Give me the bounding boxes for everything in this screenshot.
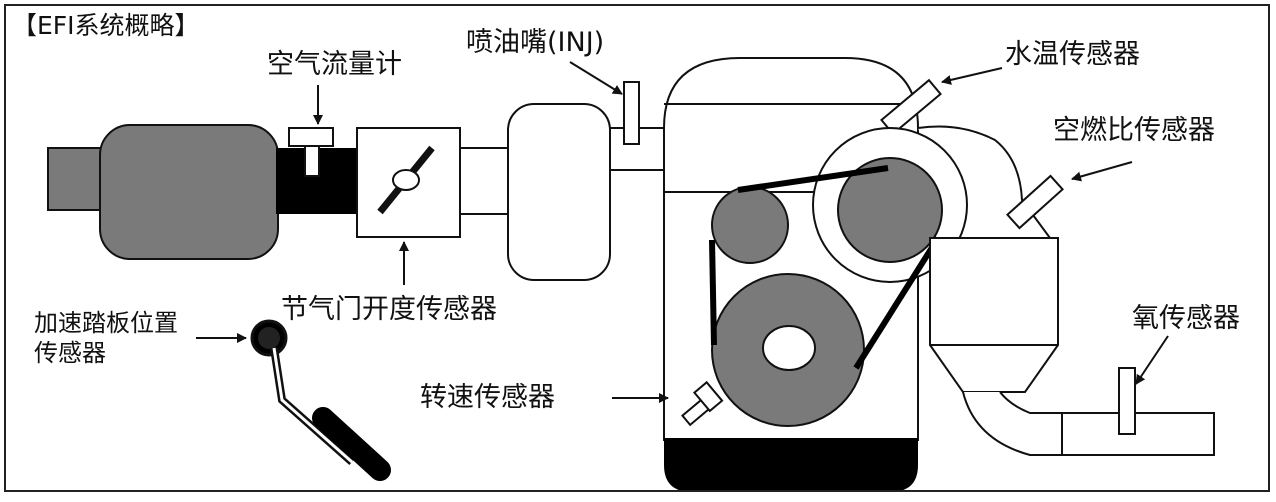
arrow-oxygen-sensor (1135, 335, 1169, 385)
air-intake-snout (47, 147, 105, 211)
label-oxygen-sensor: 氧传感器 (1132, 303, 1240, 334)
oxygen-sensor (1118, 367, 1136, 435)
arrow-injector (569, 61, 623, 95)
throttle-valve-shaft (392, 169, 420, 191)
timing-belt-top (737, 165, 889, 193)
label-pedal-position-sensor: 加速踏板位置 传感器 (34, 308, 178, 368)
label-pedal-position-line1: 加速踏板位置 (34, 309, 178, 337)
timing-belt-left (709, 239, 717, 346)
diagram-title: 【EFI系统概略】 (12, 11, 200, 40)
label-air-flow-meter: 空气流量计 (267, 49, 402, 80)
arrow-water-temp (941, 67, 1003, 85)
crank-pulley-hub (762, 325, 816, 371)
injector (623, 81, 640, 145)
air-flow-meter-probe (304, 145, 320, 177)
exhaust-pipe (962, 391, 1063, 456)
timing-belt-right (853, 236, 941, 370)
label-water-temp-sensor: 水温传感器 (1005, 39, 1140, 70)
oil-pan (664, 438, 918, 492)
label-throttle-position-sensor: 节气门开度传感器 (281, 294, 497, 325)
label-speed-sensor: 转速传感器 (420, 382, 555, 413)
label-air-fuel-ratio-sensor: 空燃比传感器 (1053, 115, 1215, 146)
idler-pulley (711, 186, 789, 264)
pedal-pad (312, 407, 391, 481)
speed-sensor (681, 380, 724, 427)
catalytic-converter (929, 237, 1059, 393)
air-fuel-ratio-sensor (1006, 174, 1064, 230)
label-pedal-position-line2: 传感器 (34, 339, 106, 367)
cam-pulley (837, 157, 943, 263)
air-flow-meter-cap (288, 127, 334, 147)
water-temp-sensor (880, 78, 942, 136)
label-injector: 喷油嘴(INJ) (466, 27, 605, 58)
air-cleaner-box (99, 124, 279, 260)
surge-tank (507, 103, 611, 281)
tailpipe (1061, 412, 1215, 456)
arrow-air-fuel-ratio (1071, 161, 1133, 182)
